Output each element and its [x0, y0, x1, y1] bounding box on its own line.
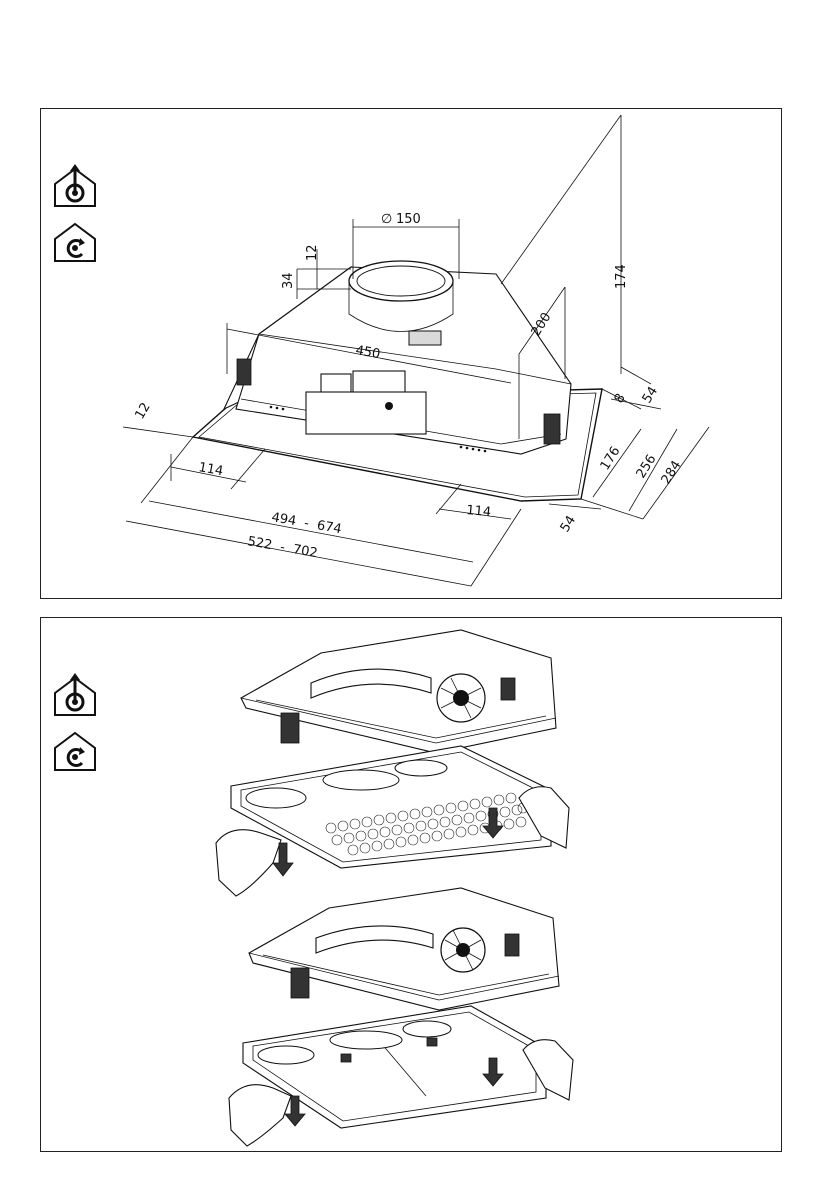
dim-522-702: 522 - 702 [246, 534, 318, 561]
filter-installation-panel [40, 617, 782, 1152]
hood-with-metal-filter [215, 629, 570, 897]
house-ducted-icon [54, 673, 96, 716]
dim-174: 174 [614, 264, 629, 289]
hood-with-carbon-filter [228, 887, 574, 1147]
dim-54-bottom: 54 [558, 513, 579, 535]
dim-284: 284 [659, 458, 685, 487]
dim-54-top: 54 [640, 384, 661, 406]
house-recirculating-icon [54, 731, 96, 771]
dimension-lines [122, 114, 710, 587]
dim-450: 450 [354, 343, 381, 362]
dim-494-674: 494 - 674 [270, 510, 342, 537]
dim-114-right: 114 [466, 503, 492, 520]
dim-12-collar: 12 [305, 244, 320, 261]
dim-12-frame: 12 [132, 400, 153, 422]
house-recirculating-icon [54, 222, 96, 262]
dim-114-left: 114 [197, 460, 224, 479]
filter-installation-drawing [54, 629, 574, 1147]
dim-34: 34 [281, 272, 296, 289]
house-ducted-icon [54, 164, 96, 207]
dim-256: 256 [634, 452, 660, 481]
dim-150-symbol: ∅ [381, 212, 392, 227]
dim-150: 150 [396, 212, 421, 227]
filter-mesh [325, 792, 529, 856]
hood-body [191, 260, 603, 502]
hood-dimension-drawing: 150 ∅ 174 12 34 450 200 12 8 54 176 256 … [54, 114, 710, 587]
dimension-drawing-panel: 150 ∅ 174 12 34 450 200 12 8 54 176 256 … [40, 108, 782, 599]
dim-8: 8 [612, 391, 629, 406]
